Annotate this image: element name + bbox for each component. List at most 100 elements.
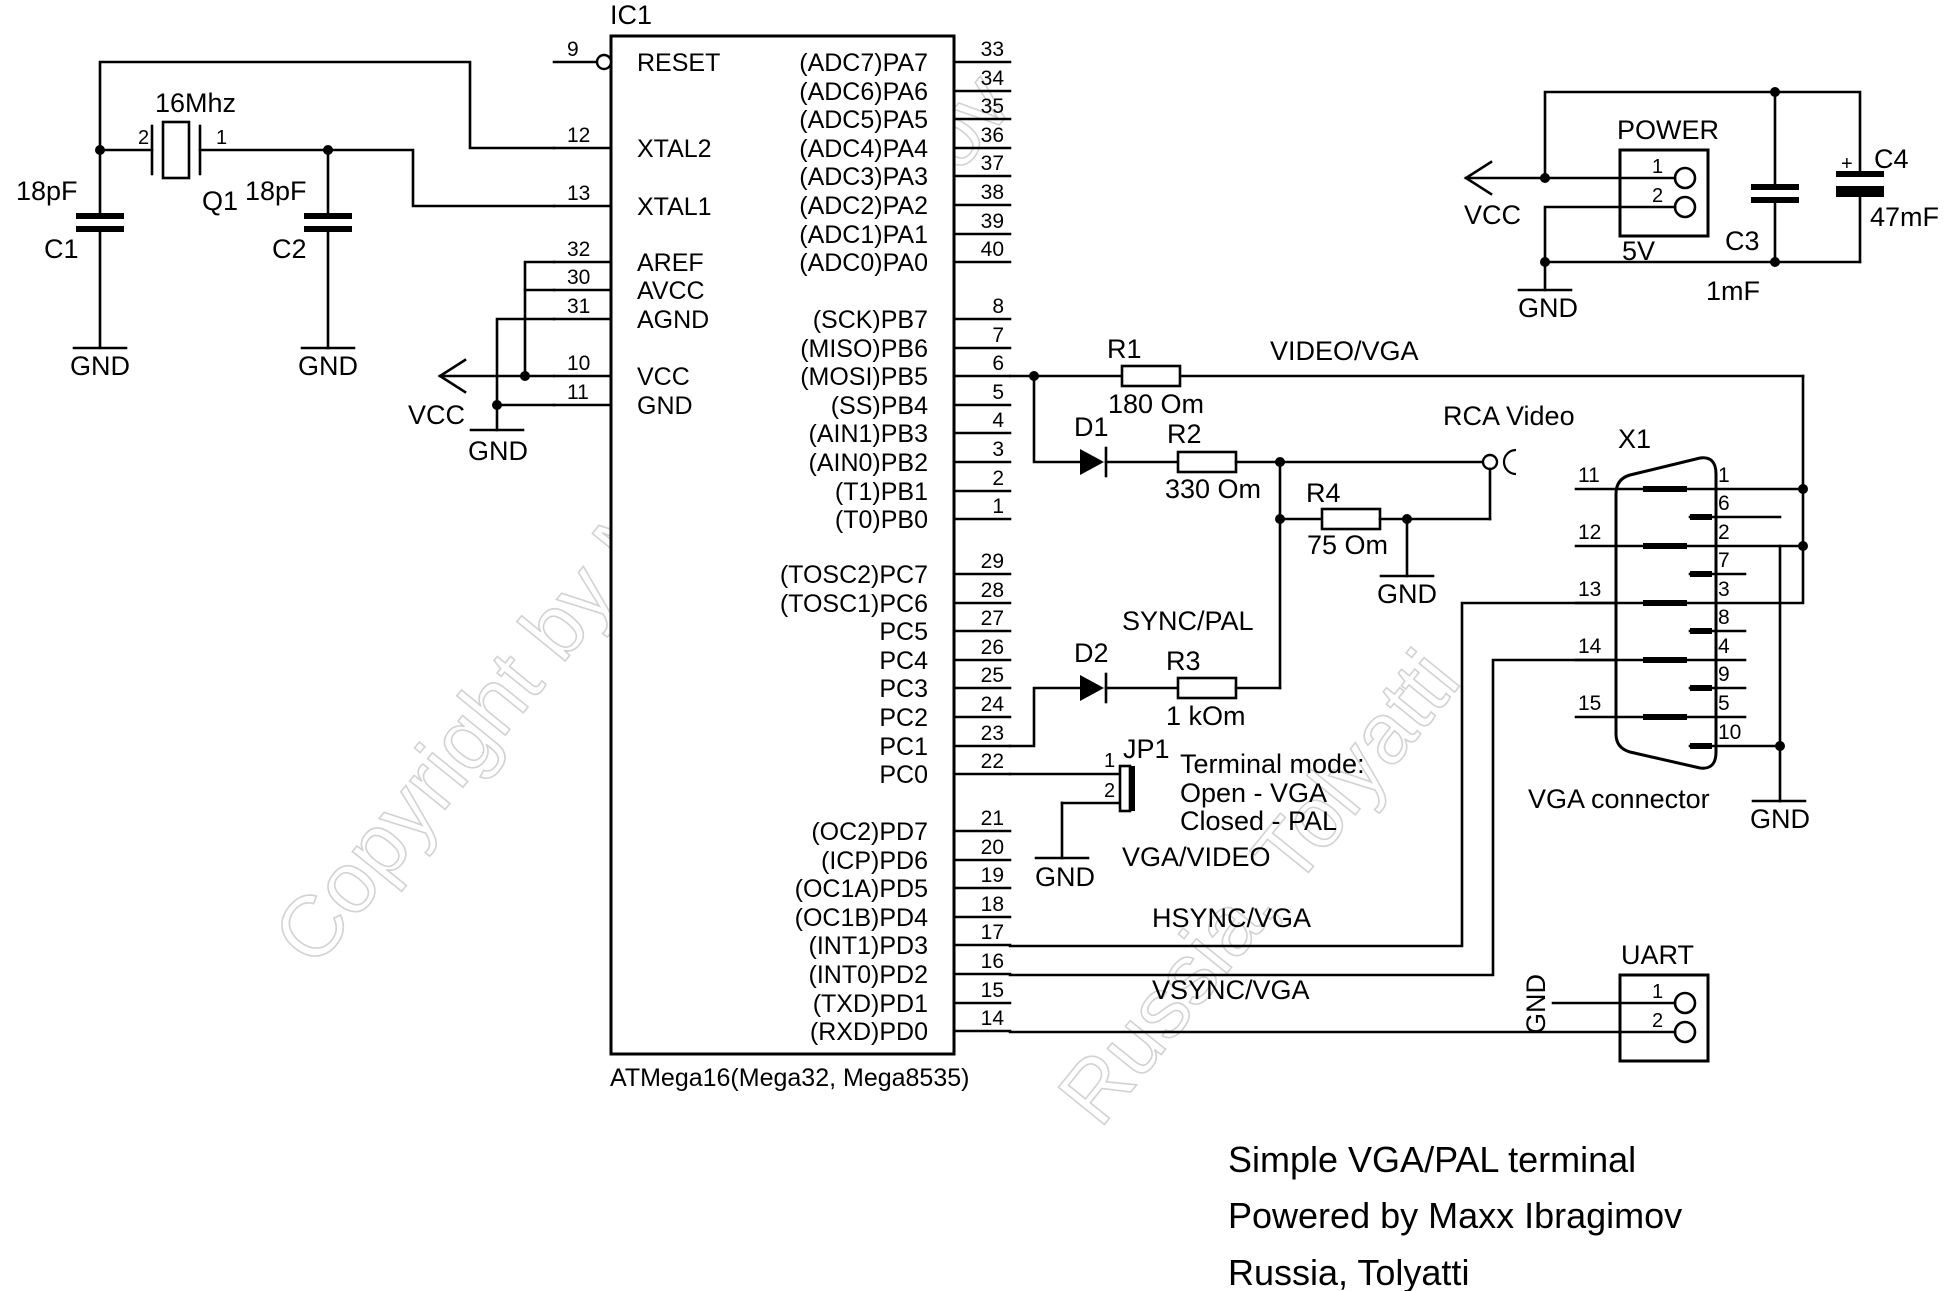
ic1-pin-number: 36: [981, 124, 1004, 147]
r2-ref: R2: [1167, 419, 1202, 449]
vga-pin-number: 11: [1578, 464, 1600, 487]
crystal-network: [72, 60, 556, 350]
ic1-pin-number: 9: [567, 38, 579, 61]
ic1-part-label: ATMega16(Mega32, Mega8535): [610, 1064, 969, 1092]
ic1-pin-misopb6: 7(MISO)PB6: [800, 324, 1012, 363]
ic1-pin-number: 32: [567, 238, 590, 261]
ic1-pin-name: (OC1B)PD4: [795, 904, 928, 932]
ic1-pin-number: 5: [992, 381, 1004, 404]
vga-pin-number: 2: [1718, 521, 1730, 544]
gnd-power-label: GND: [1518, 293, 1578, 323]
net-vga-video: VGA/VIDEO: [1122, 842, 1271, 872]
ic1-pin-name: (AIN1)PB3: [809, 420, 928, 448]
gnd-c1-label: GND: [70, 351, 130, 381]
video-network: [1008, 364, 1805, 748]
gnd-c2-label: GND: [298, 351, 358, 381]
rca-video-label: RCA Video: [1443, 401, 1575, 431]
vga-pin-2: 2: [1663, 521, 1805, 549]
d2-ref: D2: [1074, 638, 1109, 668]
ic1-pin-mosipb5: 6(MOSI)PB5: [800, 352, 1012, 391]
gnd-r4-label: GND: [1377, 579, 1437, 609]
vga-pin-number: 4: [1718, 635, 1730, 658]
gnd-left-label: GND: [468, 436, 528, 466]
ic1-pin-name: (ADC1)PA1: [799, 221, 928, 249]
ic1-pin-number: 33: [981, 38, 1004, 61]
net-hsync-vga: HSYNC/VGA: [1152, 903, 1311, 933]
vga-pin-15: 15: [1574, 692, 1667, 720]
ic1-pin-number: 12: [567, 124, 590, 147]
ic1-pin-number: 13: [567, 182, 590, 205]
ic1-pin-name: (ADC2)PA2: [799, 192, 928, 220]
r4-value: 75 Om: [1307, 530, 1388, 560]
ic1-pin-name: (INT0)PD2: [809, 961, 928, 989]
watermark-location: Russia, Tolyatti: [1040, 633, 1478, 1142]
ic1-pin-adc5pa5: 35 (ADC5)PA5: [799, 95, 1012, 134]
uart-connector: [1618, 973, 1710, 1063]
ic1-pin-ain1pb3: 4(AIN1)PB3: [809, 409, 1012, 448]
ic1-pin-name: (MOSI)PB5: [800, 363, 928, 391]
net-video-vga: VIDEO/VGA: [1270, 336, 1419, 366]
ic1-pin-name: AREF: [637, 249, 704, 277]
r1-ref: R1: [1107, 334, 1142, 364]
vga-pin-number: 7: [1718, 549, 1730, 572]
power-pin2: 2: [1652, 185, 1663, 207]
ic1-pin-number: 22: [981, 750, 1004, 773]
vga-pin-12: 12: [1574, 521, 1667, 549]
ic1-pin-name: (OC2)PD7: [811, 818, 928, 846]
crystal-value: 16Mhz: [155, 88, 236, 118]
c3-value: 1mF: [1706, 276, 1760, 306]
gnd-jp1-label: GND: [1035, 862, 1095, 892]
vga-pin-1: 1: [1663, 464, 1805, 492]
r3-value: 1 kOm: [1166, 701, 1246, 731]
r2-resistor: [1176, 450, 1238, 474]
ic1-pin-number: 26: [981, 636, 1004, 659]
ic1-pin-number: 10: [567, 352, 590, 375]
ic1-pin-name: (SCK)PB7: [813, 306, 928, 334]
footer-author: Powered by Maxx Ibragimov: [1228, 1195, 1682, 1236]
ic1-pin-name: (ADC0)PA0: [799, 249, 928, 277]
vga-ref: X1: [1618, 424, 1651, 454]
r3-resistor: [1176, 676, 1238, 700]
ic1-pin-name: (ADC5)PA5: [799, 106, 928, 134]
ic1-pin-oc1apd5: 19(OC1A)PD5: [795, 864, 1012, 903]
c1-value: 18pF: [16, 176, 78, 206]
vga-pin-10: 10: [1688, 721, 1782, 749]
ic1-pin-name: PC1: [879, 733, 928, 761]
power-voltage: 5V: [1622, 236, 1655, 266]
ic1-pin-name: (TOSC1)PC6: [780, 590, 928, 618]
vga-pin-13: 13: [1574, 578, 1667, 606]
ic1-pin-number: 25: [981, 664, 1004, 687]
c4-ref: C4: [1874, 144, 1909, 174]
ic1-body: [609, 34, 956, 1056]
power-pin1: 1: [1652, 156, 1663, 178]
ic1-pin-number: 40: [981, 238, 1004, 261]
d1-diode: [1080, 449, 1104, 475]
ic1-pin-name: (ADC6)PA6: [799, 78, 928, 106]
c2-ref: C2: [272, 234, 307, 264]
ic1-pin-number: 28: [981, 579, 1004, 602]
ic1-pin-number: 11: [567, 381, 589, 404]
ic1-pin-name: XTAL2: [637, 135, 712, 163]
ic1-pin-tosc1pc6: 28 (TOSC1)PC6: [780, 579, 1012, 618]
ic1-pin-number: 18: [981, 893, 1004, 916]
rca-jack: [1481, 453, 1499, 471]
ic1-pin-xtal2: 12 XTAL2: [552, 124, 712, 163]
power-connector: [1618, 148, 1710, 238]
ic1-pin-name: AGND: [637, 306, 709, 334]
ic1-pin-number: 39: [981, 210, 1004, 233]
ic1-pin-number: 35: [981, 95, 1004, 118]
ic1-pin-name: (OC1A)PD5: [795, 875, 928, 903]
vga-pin-number: 3: [1718, 578, 1730, 601]
ic1-pin-number: 27: [981, 607, 1004, 630]
vga-pin-8: 8: [1688, 606, 1747, 634]
net-vsync-vga: VSYNC/VGA: [1152, 975, 1310, 1005]
